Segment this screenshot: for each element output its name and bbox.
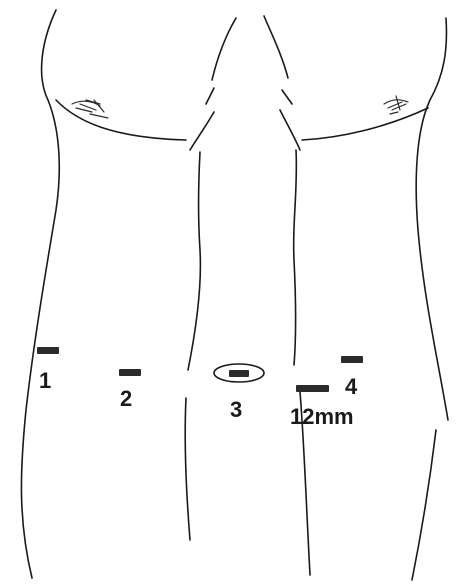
right-rib-arc — [280, 110, 300, 150]
sternum-left-line — [212, 18, 236, 80]
port-1-marker — [37, 347, 59, 354]
port-4-marker — [341, 356, 363, 363]
right-abdominal-line — [294, 150, 297, 365]
right-body-contour — [416, 18, 448, 420]
left-rib-arc — [190, 112, 214, 150]
left-nipple — [72, 100, 108, 118]
port-3-label: 3 — [230, 397, 242, 422]
left-lower-line — [185, 398, 190, 540]
sternum-right-line — [264, 16, 288, 78]
right-lower-contour — [412, 430, 436, 580]
left-pectoral-line — [56, 100, 186, 140]
left-body-contour — [21, 10, 59, 578]
port-2-label: 2 — [120, 386, 132, 411]
port-12mm-label: 12mm — [290, 404, 354, 429]
sternum-left-inner — [206, 88, 214, 104]
torso-outline — [21, 10, 448, 580]
port-3-marker — [229, 370, 249, 377]
right-pectoral-line — [302, 108, 428, 140]
port-2-marker — [119, 369, 141, 376]
port-1-label: 1 — [39, 368, 51, 393]
port-12mm-marker — [296, 385, 329, 392]
left-abdominal-line — [188, 152, 200, 370]
sternum-right-inner — [282, 90, 292, 104]
port-4-label: 4 — [345, 374, 358, 399]
right-nipple — [384, 96, 408, 114]
